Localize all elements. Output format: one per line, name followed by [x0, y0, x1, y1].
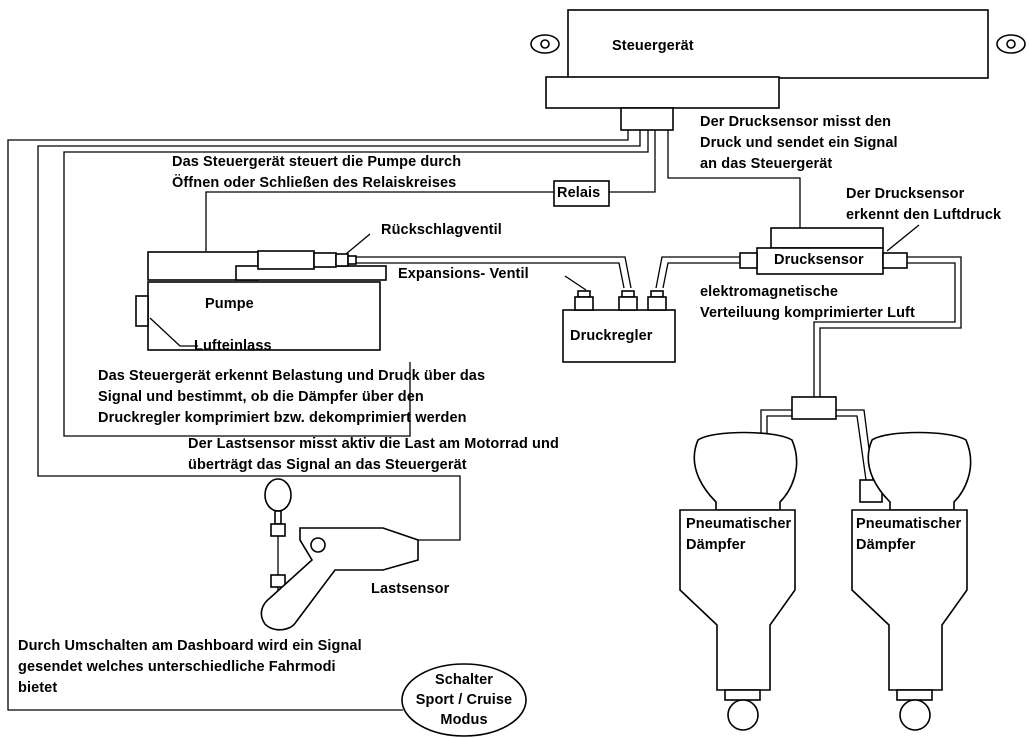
lastsensor-label: Lastsensor [371, 581, 450, 597]
annotation-line: Der Lastsensor misst aktiv die Last am M… [188, 436, 559, 452]
annotation-line: Durch Umschalten am Dashboard wird ein S… [18, 638, 362, 654]
annotation-line: Druck und sendet ein Signal [700, 135, 898, 151]
druckregler-label: Druckregler [570, 328, 653, 344]
steuergeraet-unit [530, 9, 1026, 131]
annotation-belastung: Das Steuergerät erkennt Belastung und Dr… [98, 366, 485, 429]
annotation-line: Signal und bestimmt, ob die Dämpfer über… [98, 389, 424, 405]
schalter-line-1: Schalter [434, 672, 494, 688]
annotation-line: Der Drucksensor misst den [700, 114, 892, 130]
schalter-line-2: Sport / Cruise [415, 692, 513, 708]
annotation-line: Das Steuergerät steuert die Pumpe durch [172, 154, 462, 170]
druckregler-unit [562, 290, 676, 363]
annotation-line: elektromagnetische [700, 284, 838, 300]
annotation-line: Öffnen oder Schließen des Relaiskreises [172, 175, 457, 191]
expansionsventil-label: Expansions- Ventil [398, 266, 529, 282]
signal-wires [7, 130, 801, 711]
pumpe-unit [135, 233, 387, 351]
annotation-umschalten: Durch Umschalten am Dashboard wird ein S… [18, 636, 362, 699]
annotation-line: an das Steuergerät [700, 156, 833, 172]
annotation-line: überträgt das Signal an das Steuergerät [188, 457, 467, 473]
rueckschlagventil-label: Rückschlagventil [381, 222, 502, 238]
steuergeraet-label: Steuergerät [612, 38, 694, 54]
relais-box [553, 180, 610, 207]
daempfer-right-line-1: Pneumatischer [856, 516, 962, 532]
annotation-line: bietet [18, 680, 58, 696]
lastsensor-shape [260, 478, 419, 631]
annotation-elektromagnetisch: elektromagnetische Verteiluung komprimie… [700, 282, 915, 324]
annotation-pumpe-steuert: Das Steuergerät steuert die Pumpe durch … [172, 152, 461, 194]
annotation-line: Das Steuergerät erkennt Belastung und Dr… [98, 368, 486, 384]
relais-label: Relais [557, 185, 601, 201]
daempfer-left-label: Pneumatischer Dämpfer [686, 514, 791, 556]
schalter-oval [401, 663, 527, 737]
daempfer-right-line-2: Dämpfer [856, 537, 916, 553]
annotation-drucksensor-misst: Der Drucksensor misst den Druck und send… [700, 112, 898, 175]
annotation-line: gesendet welches unterschiedliche Fahrmo… [18, 659, 336, 675]
t-junction [791, 396, 837, 420]
daempfer-left-line-2: Dämpfer [686, 537, 746, 553]
daempfer-left-shape [679, 431, 798, 731]
annotation-line: Druckregler komprimiert bzw. dekomprimie… [98, 410, 467, 426]
annotation-drucksensor-erkennt: Der Drucksensor erkennt den Luftdruck [846, 184, 1001, 226]
drucksensor-label: Drucksensor [774, 252, 864, 268]
schalter-label: Schalter Sport / Cruise Modus [404, 670, 524, 730]
annotation-line: Verteiluung komprimierter Luft [700, 305, 915, 321]
annotation-lastsensor-misst: Der Lastsensor misst aktiv die Last am M… [188, 434, 559, 476]
pumpe-label: Pumpe [205, 296, 254, 312]
lufteinlass-label: Lufteinlass [194, 338, 272, 354]
daempfer-right-shape [851, 431, 972, 731]
daempfer-left-line-1: Pneumatischer [686, 516, 792, 532]
schalter-line-3: Modus [440, 712, 488, 728]
drucksensor-unit [739, 227, 908, 275]
daempfer-right-label: Pneumatischer Dämpfer [856, 514, 961, 556]
annotation-line: erkennt den Luftdruck [846, 207, 1002, 223]
annotation-line: Der Drucksensor [846, 186, 965, 202]
